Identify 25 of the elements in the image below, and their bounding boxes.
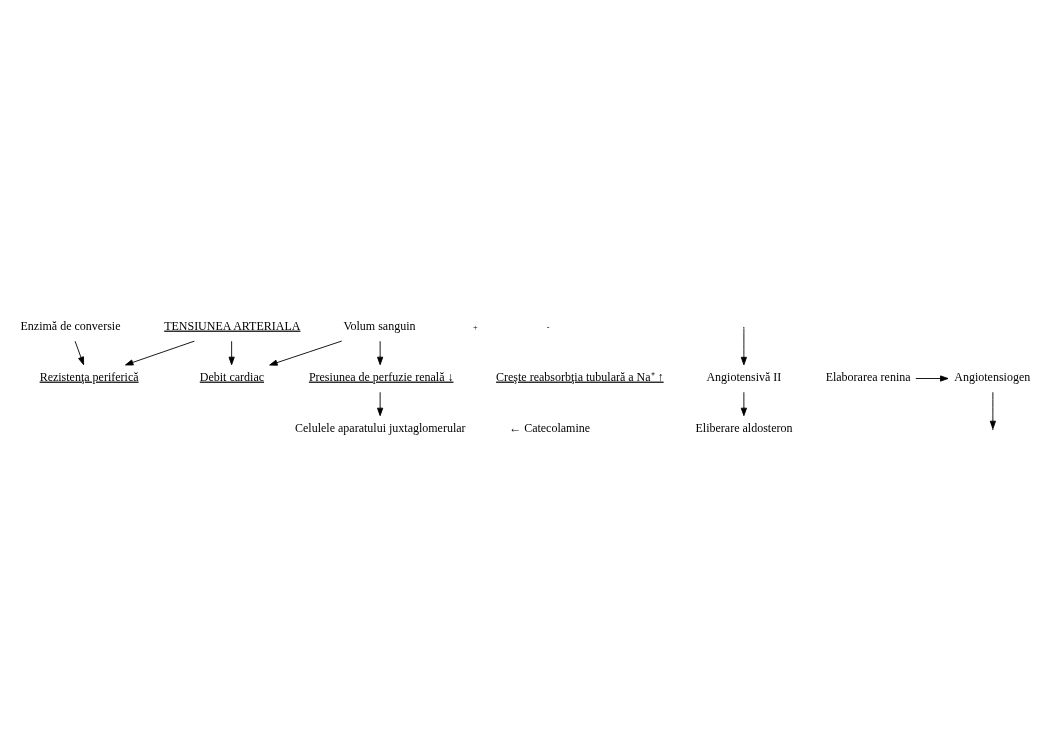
arrow <box>125 340 195 365</box>
node-text: TENSIUNEA ARTERIALA <box>164 318 301 333</box>
label: - <box>546 322 550 332</box>
arrow <box>740 391 747 416</box>
arrow <box>915 374 949 382</box>
node-text: Angiotensiogen <box>954 369 1031 384</box>
label: + <box>473 322 478 332</box>
node-text: Volum sanguin <box>343 318 416 333</box>
arrow <box>377 391 384 416</box>
node-text: Elaborarea renina <box>825 369 911 384</box>
arrow <box>74 340 85 365</box>
arrow <box>740 327 747 365</box>
arrow <box>377 340 384 365</box>
node-text: Debit cardiac <box>199 369 265 384</box>
node-text: Eliberare aldosteron <box>695 420 793 435</box>
node-text: Angiotensivă II <box>706 369 782 384</box>
node-text: Presiunea de perfuzie renală ↓ <box>308 369 454 384</box>
node-text: Enzimă de conversie <box>20 318 121 333</box>
label: ← Catecolamine <box>509 420 591 435</box>
arrow <box>269 340 343 366</box>
arrow <box>989 391 996 429</box>
node-text: Rezistenţa periferică <box>39 369 139 384</box>
node-text: Celulele aparatului juxtaglomerular <box>295 420 466 435</box>
node-text: Creşte reabsorbţia tubulară a Na⁺ ↑ <box>496 369 664 384</box>
arrow <box>228 340 235 365</box>
